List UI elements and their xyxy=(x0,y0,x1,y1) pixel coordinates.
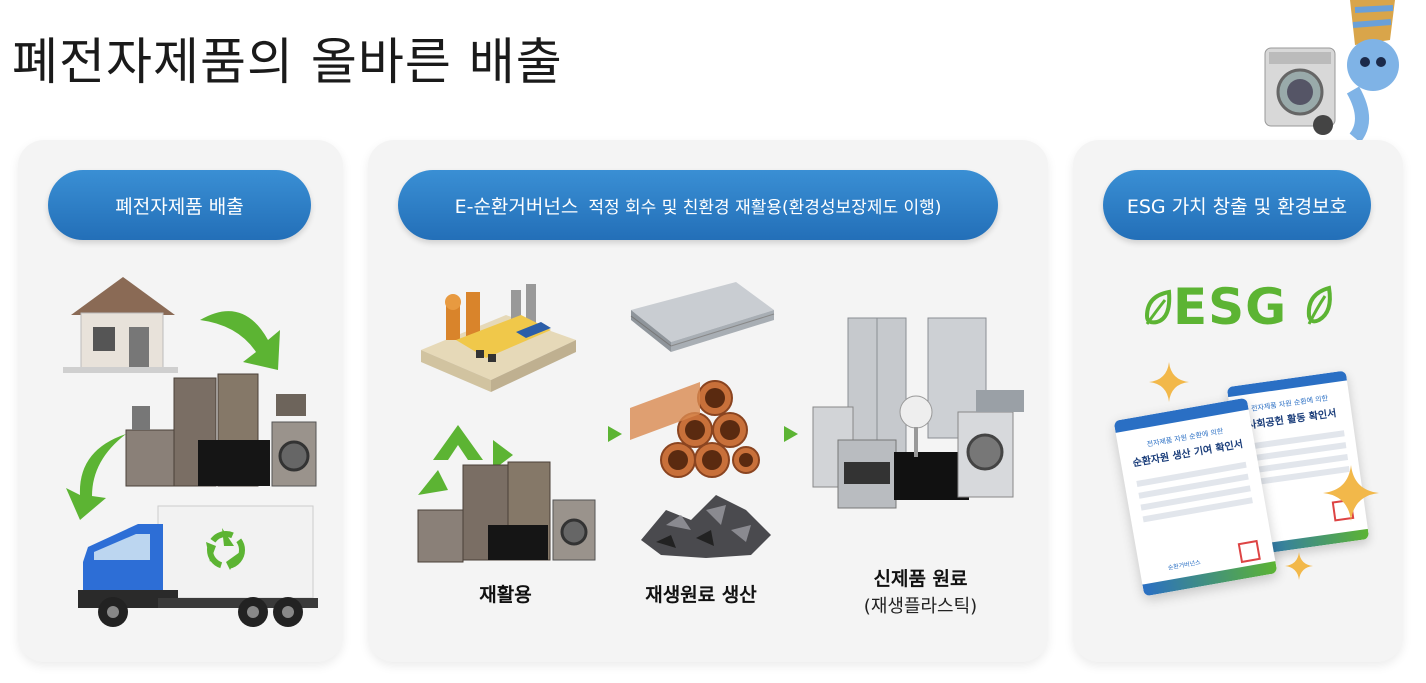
pill-disposal: 폐전자제품 배출 xyxy=(48,170,311,240)
certificate-front-footer: 순환거버넌스 xyxy=(1167,559,1202,572)
old-appliances-image xyxy=(125,373,317,487)
arrow-down-right-icon xyxy=(200,311,280,370)
pill-esg: ESG 가치 창출 및 환경보호 xyxy=(1103,170,1371,240)
recycling-truck-image xyxy=(78,505,318,627)
arrow-right-icon xyxy=(784,426,798,442)
arrow-down-left-icon xyxy=(66,434,126,520)
house-icon xyxy=(63,277,178,373)
step-raw-material-label: 재생원료 생산 xyxy=(645,584,757,606)
card-governance: E-순환거버넌스 적정 회수 및 친환경 재활용(환경성보장제도 이행) 재활용 xyxy=(368,140,1048,662)
leaf-right-icon xyxy=(1306,285,1332,325)
pill-governance-main: E-순환거버넌스 xyxy=(454,195,579,218)
sparkle-icon xyxy=(1149,362,1189,402)
mascot-illustration xyxy=(1264,0,1399,143)
pill-esg-label: ESG 가치 창출 및 환경보호 xyxy=(1126,195,1348,218)
factory-image xyxy=(421,284,576,392)
pill-disposal-label: 폐전자제품 배출 xyxy=(115,195,244,218)
card-esg: ESG 가치 창출 및 환경보호 ESG 전자제품 자원 순환에 의한 사회공헌… xyxy=(1073,140,1403,662)
page-title: 폐전자제품의 올바른 배출 xyxy=(12,33,563,91)
step-new-product-sub: (재생플라스틱) xyxy=(863,596,978,617)
copper-pipes-image xyxy=(630,380,760,478)
plastic-flakes-image xyxy=(641,495,771,558)
new-appliances-image xyxy=(812,317,1024,509)
recycle-appliances-image xyxy=(417,425,596,563)
pill-governance: E-순환거버넌스 적정 회수 및 친환경 재활용(환경성보장제도 이행) xyxy=(398,170,998,240)
step-new-product-label: 신제품 원료 xyxy=(873,568,968,590)
card-disposal: 폐전자제품 배출 xyxy=(18,140,343,662)
step-recycle-label: 재활용 xyxy=(479,584,532,606)
sparkle-icon xyxy=(1285,552,1313,580)
leaf-left-icon xyxy=(1144,289,1172,325)
pill-governance-sub: 적정 회수 및 친환경 재활용(환경성보장제도 이행) xyxy=(588,197,942,218)
sparkle-icon xyxy=(1323,465,1379,521)
esg-logo-text: ESG xyxy=(1173,278,1288,336)
metal-sheets-image xyxy=(630,282,775,352)
arrow-right-icon xyxy=(608,426,622,442)
